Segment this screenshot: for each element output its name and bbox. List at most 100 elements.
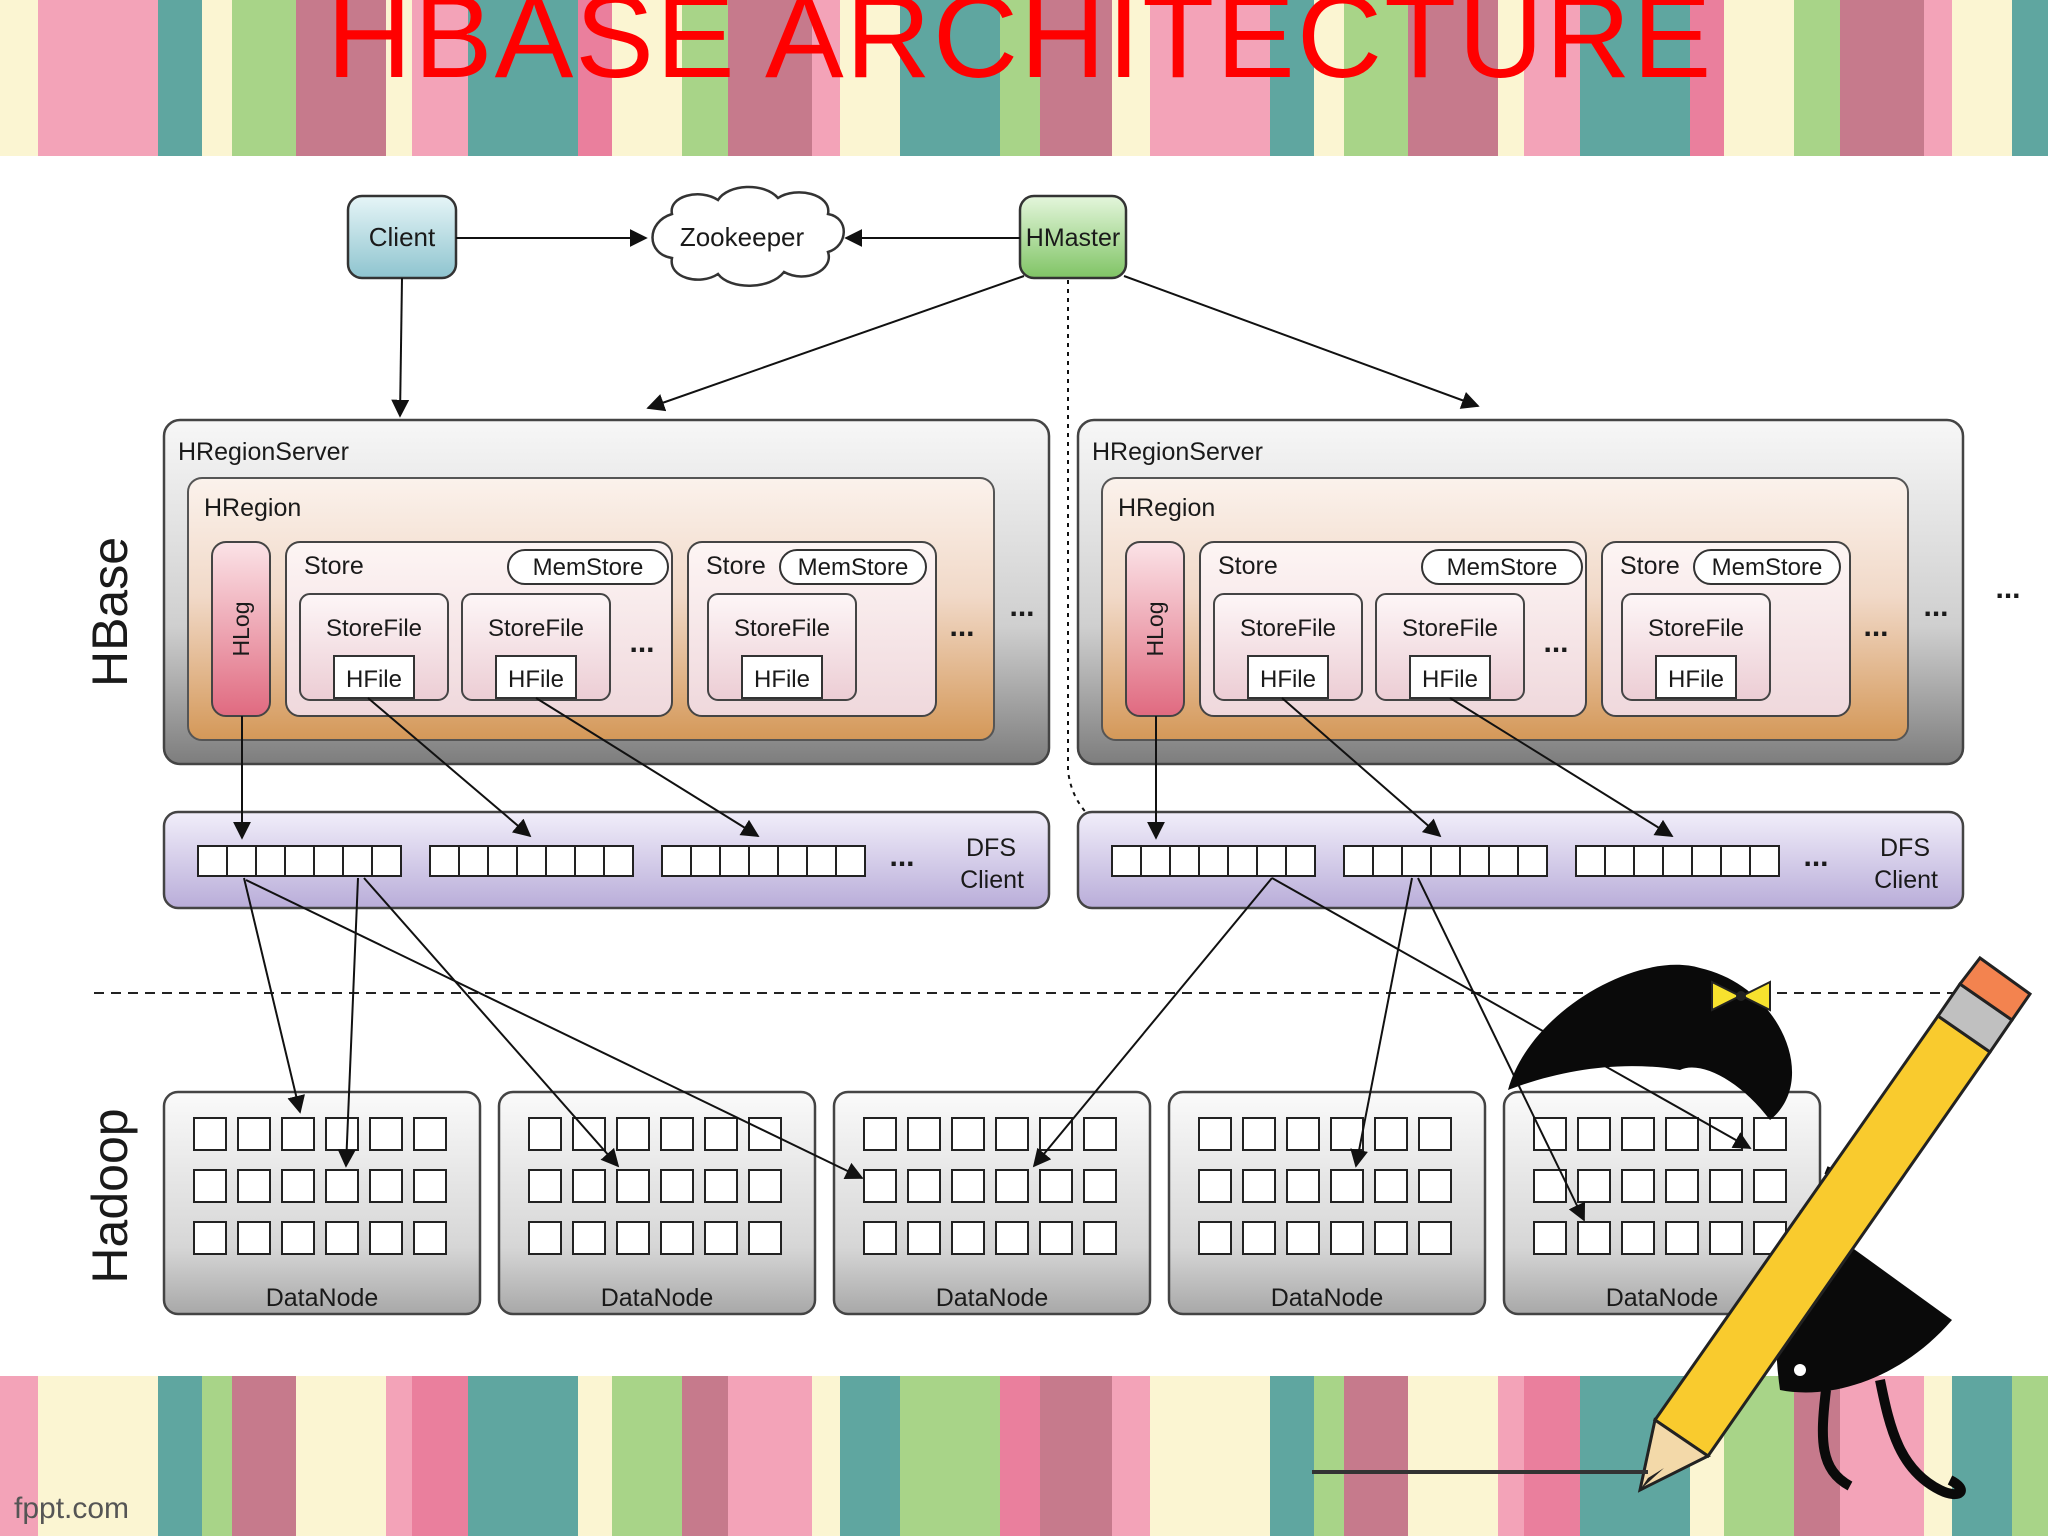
datanode-block	[1665, 1117, 1699, 1151]
hfile	[495, 655, 577, 699]
dfs-block-group	[1575, 845, 1780, 877]
ellipsis: ...	[1009, 590, 1034, 623]
hfile-label: HFile	[754, 666, 810, 693]
client-node: Client	[346, 194, 458, 280]
dfs-block	[1633, 845, 1664, 877]
datanode-block	[1577, 1169, 1611, 1203]
dfs-label-line2: Client	[960, 866, 1024, 894]
datanode-block	[660, 1169, 694, 1203]
dfs-block	[574, 845, 605, 877]
datanode-block	[1533, 1117, 1567, 1151]
datanode-block	[1621, 1169, 1655, 1203]
dfs-block	[1285, 845, 1316, 877]
hfile	[1247, 655, 1329, 699]
datanode-block	[1083, 1221, 1117, 1255]
hmaster-label: HMaster	[1026, 224, 1120, 252]
datanode-block	[995, 1169, 1029, 1203]
cloud-icon	[651, 185, 845, 287]
datanode-block	[1286, 1117, 1320, 1151]
datanode-block	[1621, 1117, 1655, 1151]
datanode-block	[1286, 1221, 1320, 1255]
datanode-block	[1198, 1169, 1232, 1203]
datanode-label: DataNode	[936, 1284, 1049, 1312]
dfs-block-group	[1343, 845, 1548, 877]
memstore-label: MemStore	[1712, 554, 1823, 581]
datanode-label: DataNode	[1271, 1284, 1384, 1312]
datanode-block	[1330, 1117, 1364, 1151]
dfs-block	[806, 845, 837, 877]
hfile-label: HFile	[346, 666, 402, 693]
ellipsis: ...	[889, 840, 914, 873]
region-server-2: HRegionServer HRegion HLog Store MemStor…	[1076, 418, 1965, 910]
ellipsis: ...	[1995, 572, 2020, 605]
datanode-block	[281, 1169, 315, 1203]
decorative-stripe-band-bottom	[0, 1376, 2048, 1536]
datanode-label: DataNode	[1606, 1284, 1719, 1312]
dfs-block	[777, 845, 808, 877]
write-path-arrows	[233, 697, 1674, 840]
dfs-block	[1430, 845, 1461, 877]
dfs-block	[545, 845, 576, 877]
store-label: Store	[706, 552, 766, 580]
ellipsis: ...	[629, 626, 654, 659]
memstore-label: MemStore	[1447, 554, 1558, 581]
region-server-label: HRegionServer	[178, 438, 349, 466]
datanode: DataNode	[497, 1090, 817, 1316]
hregion-label: HRegion	[1118, 494, 1215, 522]
datanode-block	[1330, 1169, 1364, 1203]
datanode-block	[1374, 1221, 1408, 1255]
dfs-block	[1227, 845, 1258, 877]
datanode-block	[1286, 1169, 1320, 1203]
datanode-block	[704, 1117, 738, 1151]
datanode-block	[369, 1169, 403, 1203]
dfs-block	[458, 845, 489, 877]
hfile-label: HFile	[1422, 666, 1478, 693]
hfile	[333, 655, 415, 699]
dfs-block	[1575, 845, 1606, 877]
datanode-block	[237, 1169, 271, 1203]
dfs-block	[313, 845, 344, 877]
datanode: DataNode	[832, 1090, 1152, 1316]
replication-arrows	[243, 877, 1752, 1222]
dfs-client: ... DFS Client	[1076, 810, 1965, 910]
dfs-block	[1401, 845, 1432, 877]
datanode-block	[616, 1117, 650, 1151]
datanode-block	[1242, 1169, 1276, 1203]
datanode-block	[616, 1221, 650, 1255]
datanode-block	[1083, 1169, 1117, 1203]
datanode-label: DataNode	[601, 1284, 714, 1312]
storefile-label: StoreFile	[734, 615, 830, 642]
datanode-block	[572, 1221, 606, 1255]
datanode-block	[1374, 1117, 1408, 1151]
datanode-block	[1374, 1169, 1408, 1203]
dfs-label-line1: DFS	[966, 834, 1016, 862]
memstore-label: MemStore	[798, 554, 909, 581]
datanode-block	[528, 1221, 562, 1255]
dfs-block	[429, 845, 460, 877]
datanode-block	[951, 1117, 985, 1151]
datanode-block	[907, 1221, 941, 1255]
memstore	[779, 549, 927, 585]
datanode-block	[951, 1221, 985, 1255]
hregion-label: HRegion	[204, 494, 301, 522]
datanode-block	[660, 1117, 694, 1151]
dfs-block	[226, 845, 257, 877]
ellipsis: ...	[1923, 590, 1948, 623]
hmaster-node: HMaster	[1018, 194, 1128, 280]
datanode-block	[995, 1221, 1029, 1255]
datanode-block	[1198, 1221, 1232, 1255]
dfs-block	[690, 845, 721, 877]
footer-credit: fppt.com	[14, 1492, 130, 1525]
datanode-block	[660, 1221, 694, 1255]
datanode-block	[951, 1169, 985, 1203]
zookeeper-node: Zookeeper	[651, 185, 845, 287]
dfs-label-line1: DFS	[1880, 834, 1930, 862]
dfs-block	[603, 845, 634, 877]
datanode-block	[1709, 1221, 1743, 1255]
dfs-block	[719, 845, 750, 877]
storefile-label: StoreFile	[1648, 615, 1744, 642]
storefile-label: StoreFile	[326, 615, 422, 642]
datanode-block	[1665, 1169, 1699, 1203]
